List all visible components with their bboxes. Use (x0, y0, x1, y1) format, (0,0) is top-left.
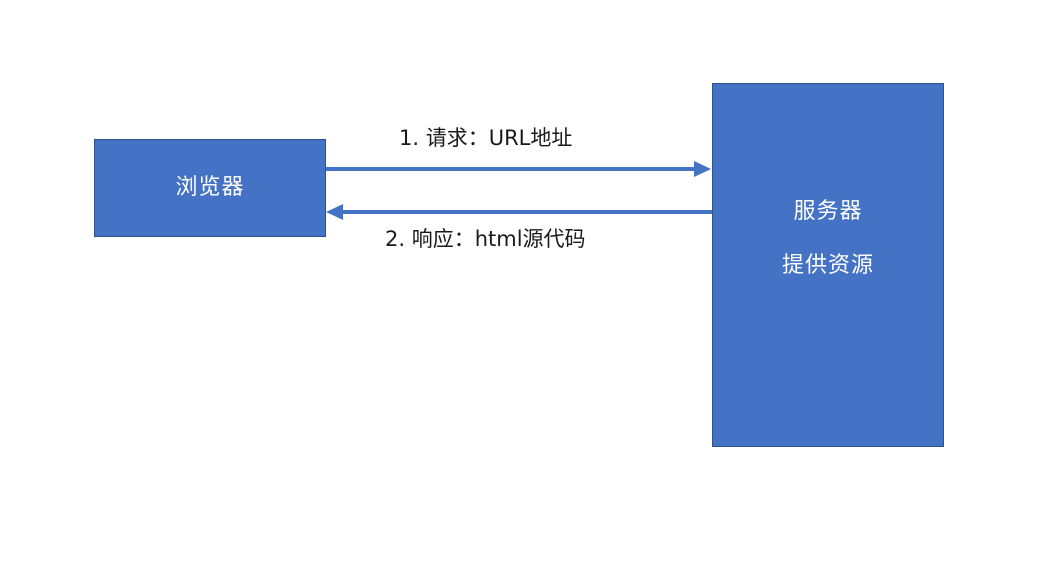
server-node: 服务器 提供资源 (712, 83, 944, 447)
server-label-line1: 服务器 (793, 198, 863, 224)
server-label-line2: 提供资源 (781, 252, 874, 278)
response-label: 2. 响应：html源代码 (385, 227, 586, 251)
request-label: 1. 请求：URL地址 (399, 126, 573, 150)
request-arrow (326, 161, 711, 177)
request-arrow-head (694, 161, 711, 177)
response-arrow (326, 204, 712, 220)
response-arrow-head (326, 204, 343, 220)
browser-label: 浏览器 (175, 175, 245, 200)
browser-node: 浏览器 (94, 139, 326, 237)
